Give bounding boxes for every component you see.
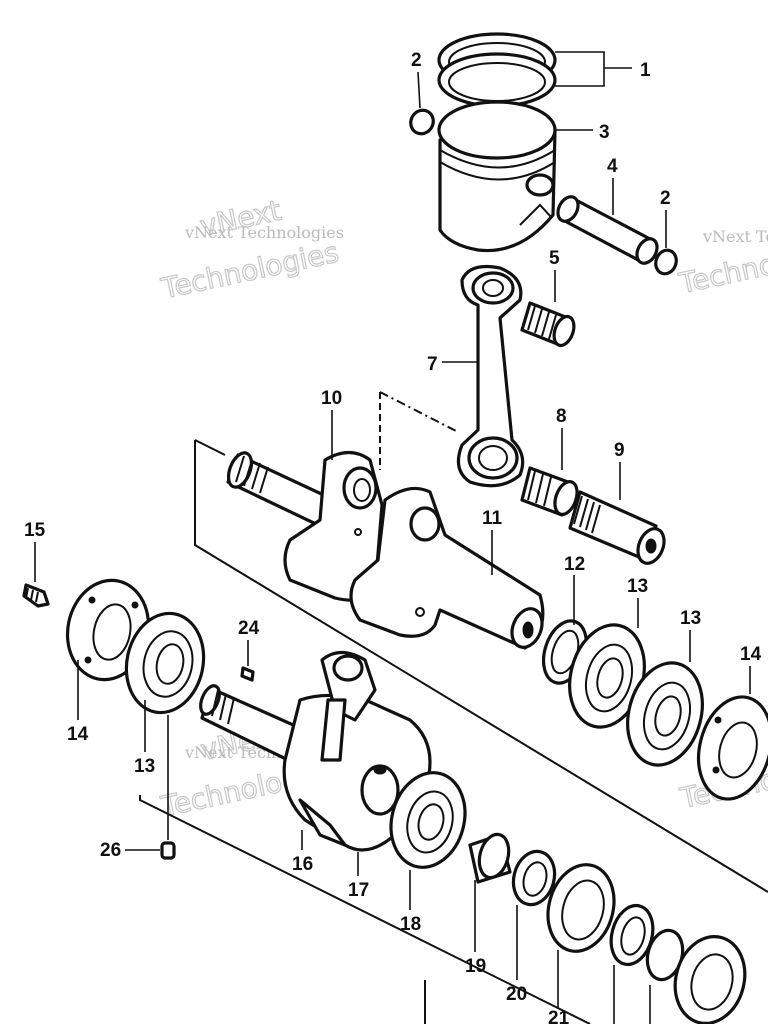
callout-10: 10 <box>321 388 342 409</box>
collar <box>468 832 512 884</box>
piston-rings <box>437 32 557 108</box>
bearing-bottom-right <box>673 934 747 1024</box>
callout-16: 16 <box>292 854 313 875</box>
callout-14-left: 14 <box>67 724 89 745</box>
main-bearing-left <box>124 611 206 715</box>
connecting-rod <box>456 264 525 488</box>
callout-14-right: 14 <box>740 644 762 665</box>
crank-bearing <box>389 771 467 869</box>
main-bearing-right-2 <box>626 661 704 767</box>
wrist-pin <box>556 195 659 265</box>
watermark-line3: Technologies <box>158 236 342 306</box>
circlip-right <box>654 248 678 276</box>
callout-18: 18 <box>400 914 421 935</box>
callout-17: 17 <box>348 880 369 901</box>
callout-24: 24 <box>238 618 260 639</box>
bolt <box>22 583 50 608</box>
callout-11: 11 <box>482 508 503 529</box>
circlip-left <box>409 108 435 136</box>
bearing-retainer-right <box>697 695 768 801</box>
big-end-bearing <box>520 466 579 517</box>
watermark-line2-right: vNext Technologies <box>702 227 768 246</box>
callout-12: 12 <box>564 554 585 575</box>
callout-13-c: 13 <box>134 756 155 777</box>
crankshaft-left-half <box>226 450 384 602</box>
callout-20: 20 <box>506 984 527 1005</box>
callout-13-a: 13 <box>627 576 648 597</box>
callout-21: 21 <box>548 1008 570 1024</box>
assembly-guide-lines <box>139 391 768 1024</box>
callout-9: 9 <box>614 440 625 461</box>
callout-4: 4 <box>607 156 618 177</box>
callout-26: 26 <box>100 840 121 861</box>
callout-7: 7 <box>427 354 438 375</box>
crank-pin <box>568 490 666 565</box>
dowel-pin <box>160 841 176 860</box>
watermark-line2: vNext Technologies <box>184 223 344 242</box>
callout-8: 8 <box>556 406 567 427</box>
leader-lines <box>34 51 751 1024</box>
callout-13-b: 13 <box>680 608 701 629</box>
callout-15: 15 <box>24 520 46 541</box>
oil-seal <box>546 863 616 953</box>
callout-2-right: 2 <box>660 188 671 209</box>
callout-2-left: 2 <box>411 50 422 71</box>
callout-3: 3 <box>599 122 610 143</box>
callout-numbers: 1 2 3 4 2 5 7 10 8 9 11 12 13 13 14 15 2… <box>24 50 762 1024</box>
o-ring <box>511 849 557 907</box>
piston <box>437 100 557 253</box>
small-end-bearing <box>520 301 576 348</box>
callout-19: 19 <box>465 956 486 977</box>
callout-1: 1 <box>640 60 651 81</box>
callout-5: 5 <box>549 248 560 269</box>
crankshaft-right-half <box>349 486 545 650</box>
woodruff-key <box>240 666 255 682</box>
